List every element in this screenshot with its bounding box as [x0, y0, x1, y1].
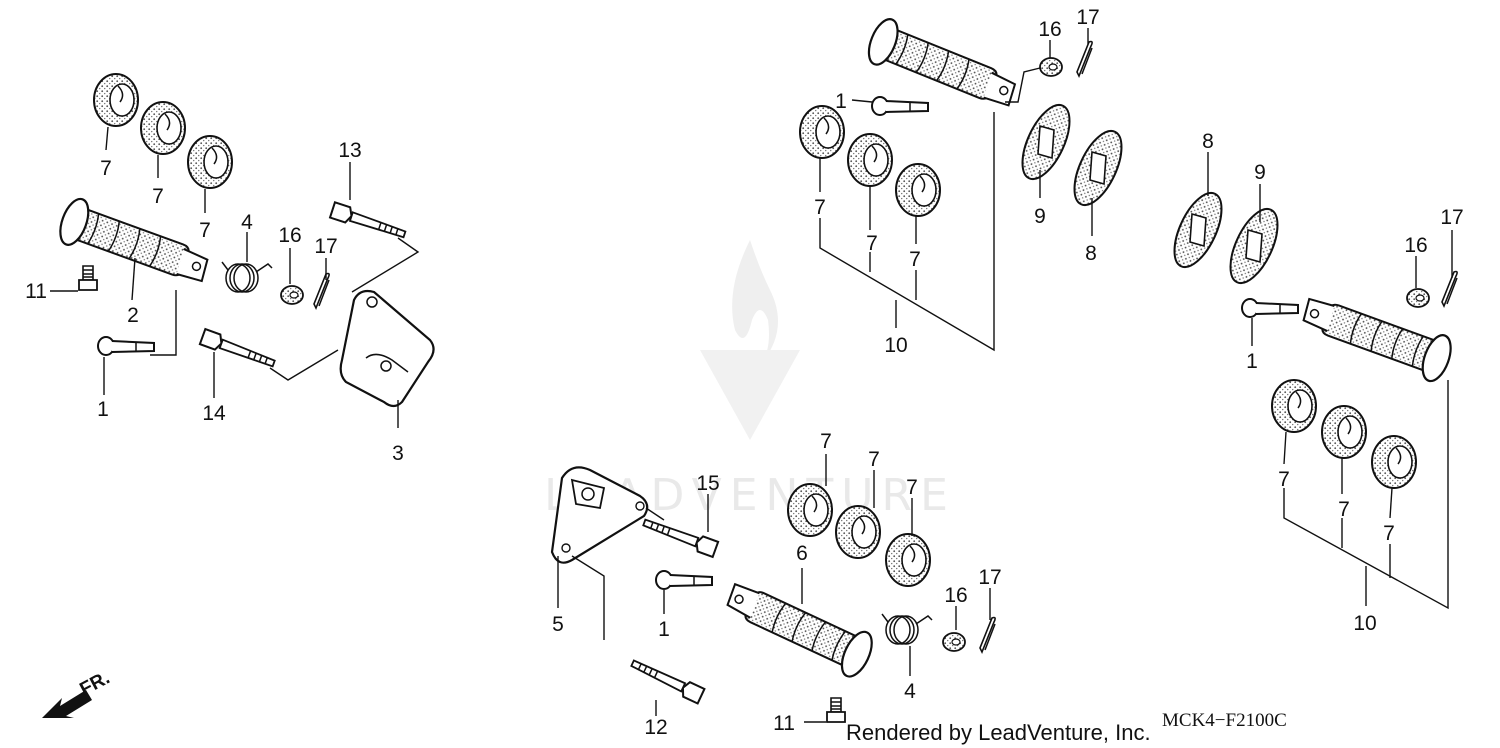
- grease-nipple: [78, 265, 98, 291]
- spring: [221, 261, 273, 293]
- rubber-ring: [787, 483, 833, 537]
- washer: [1039, 57, 1063, 77]
- callout: 7: [868, 448, 880, 471]
- rubber-ring: [187, 135, 233, 189]
- callout: 7: [1278, 468, 1290, 491]
- callout: 5: [552, 613, 564, 636]
- callout: 17: [1076, 6, 1099, 29]
- front-direction-indicator: FR.: [42, 668, 113, 718]
- callout: 4: [241, 211, 253, 234]
- callout: 17: [1440, 206, 1463, 229]
- rubber-ring: [895, 163, 941, 217]
- callout: 9: [1254, 161, 1266, 184]
- callout: 16: [944, 584, 967, 607]
- washer: [280, 285, 304, 305]
- callout: 16: [1404, 234, 1427, 257]
- diagram-code: MCK4−F2100C: [1162, 710, 1287, 731]
- callout: 7: [909, 248, 921, 271]
- callout: 12: [644, 716, 667, 739]
- rubber-ring: [835, 505, 881, 559]
- callout: 1: [97, 398, 109, 421]
- callout: 6: [796, 542, 808, 565]
- left-rear-footpeg-group: [550, 454, 996, 723]
- rubber-ring: [1371, 435, 1417, 489]
- pin: [1241, 298, 1299, 318]
- callout: 14: [202, 402, 226, 425]
- callout: 9: [1034, 205, 1046, 228]
- callout: 7: [199, 219, 211, 242]
- callout: 1: [658, 618, 670, 641]
- callout: 8: [1202, 130, 1214, 153]
- washer: [942, 632, 966, 652]
- cotter-pin: [1076, 40, 1093, 77]
- callout: 4: [904, 680, 916, 703]
- plate: [1011, 97, 1081, 187]
- rubber-ring: [140, 101, 186, 155]
- callout: 16: [278, 224, 301, 247]
- callout: 11: [773, 712, 795, 735]
- pin: [97, 336, 155, 356]
- plate: [1063, 123, 1133, 213]
- callout-labels: 7 7 7 11 2 1 4 16 17 13 14 3 16 17 1 7 7…: [25, 6, 1464, 739]
- right-front-footpeg-group: [799, 14, 1133, 352]
- rendered-by-credit: Rendered by LeadVenture, Inc.: [846, 720, 1151, 745]
- spring: [881, 613, 933, 645]
- footpeg: [1295, 286, 1458, 386]
- rubber-ring: [799, 105, 845, 159]
- pin: [655, 570, 713, 590]
- callout: 1: [1246, 350, 1258, 373]
- cotter-pin: [1441, 270, 1458, 307]
- plate: [1219, 201, 1289, 291]
- footpeg: [718, 572, 879, 683]
- callout: 7: [906, 476, 918, 499]
- bolt: [198, 328, 278, 372]
- callout: 13: [338, 139, 361, 162]
- right-rear-footpeg-group: [1163, 152, 1458, 610]
- callout: 1: [835, 90, 847, 113]
- bolt: [329, 201, 409, 243]
- bolt: [640, 514, 720, 558]
- arrow-icon: [42, 690, 92, 718]
- rubber-ring: [1271, 379, 1317, 433]
- rubber-ring: [847, 133, 893, 187]
- callout: 2: [127, 304, 139, 327]
- washer: [1406, 288, 1430, 308]
- cotter-pin: [313, 272, 330, 309]
- callout: 10: [884, 334, 907, 357]
- callout: 17: [978, 566, 1001, 589]
- rubber-ring: [885, 533, 931, 587]
- callout: 15: [696, 472, 719, 495]
- footpeg: [53, 194, 216, 294]
- callout: 8: [1085, 242, 1097, 265]
- cotter-pin: [979, 616, 996, 653]
- bolt: [627, 655, 706, 705]
- pin: [871, 96, 929, 116]
- callout: 7: [866, 232, 878, 255]
- callout: 7: [100, 157, 112, 180]
- callout: 3: [392, 442, 404, 465]
- rubber-ring: [93, 73, 139, 127]
- plate: [1163, 185, 1233, 275]
- callout: 11: [25, 280, 47, 303]
- callout: 7: [820, 430, 832, 453]
- callout: 7: [1383, 522, 1395, 545]
- rubber-ring: [1321, 405, 1367, 459]
- callout: 7: [1338, 498, 1350, 521]
- grease-nipple: [826, 697, 846, 723]
- callout: 17: [314, 235, 337, 258]
- callout: 7: [152, 185, 164, 208]
- left-front-footpeg-group: [50, 73, 435, 428]
- callout: 16: [1038, 18, 1061, 41]
- callout: 7: [814, 196, 826, 219]
- callout: 10: [1353, 612, 1376, 635]
